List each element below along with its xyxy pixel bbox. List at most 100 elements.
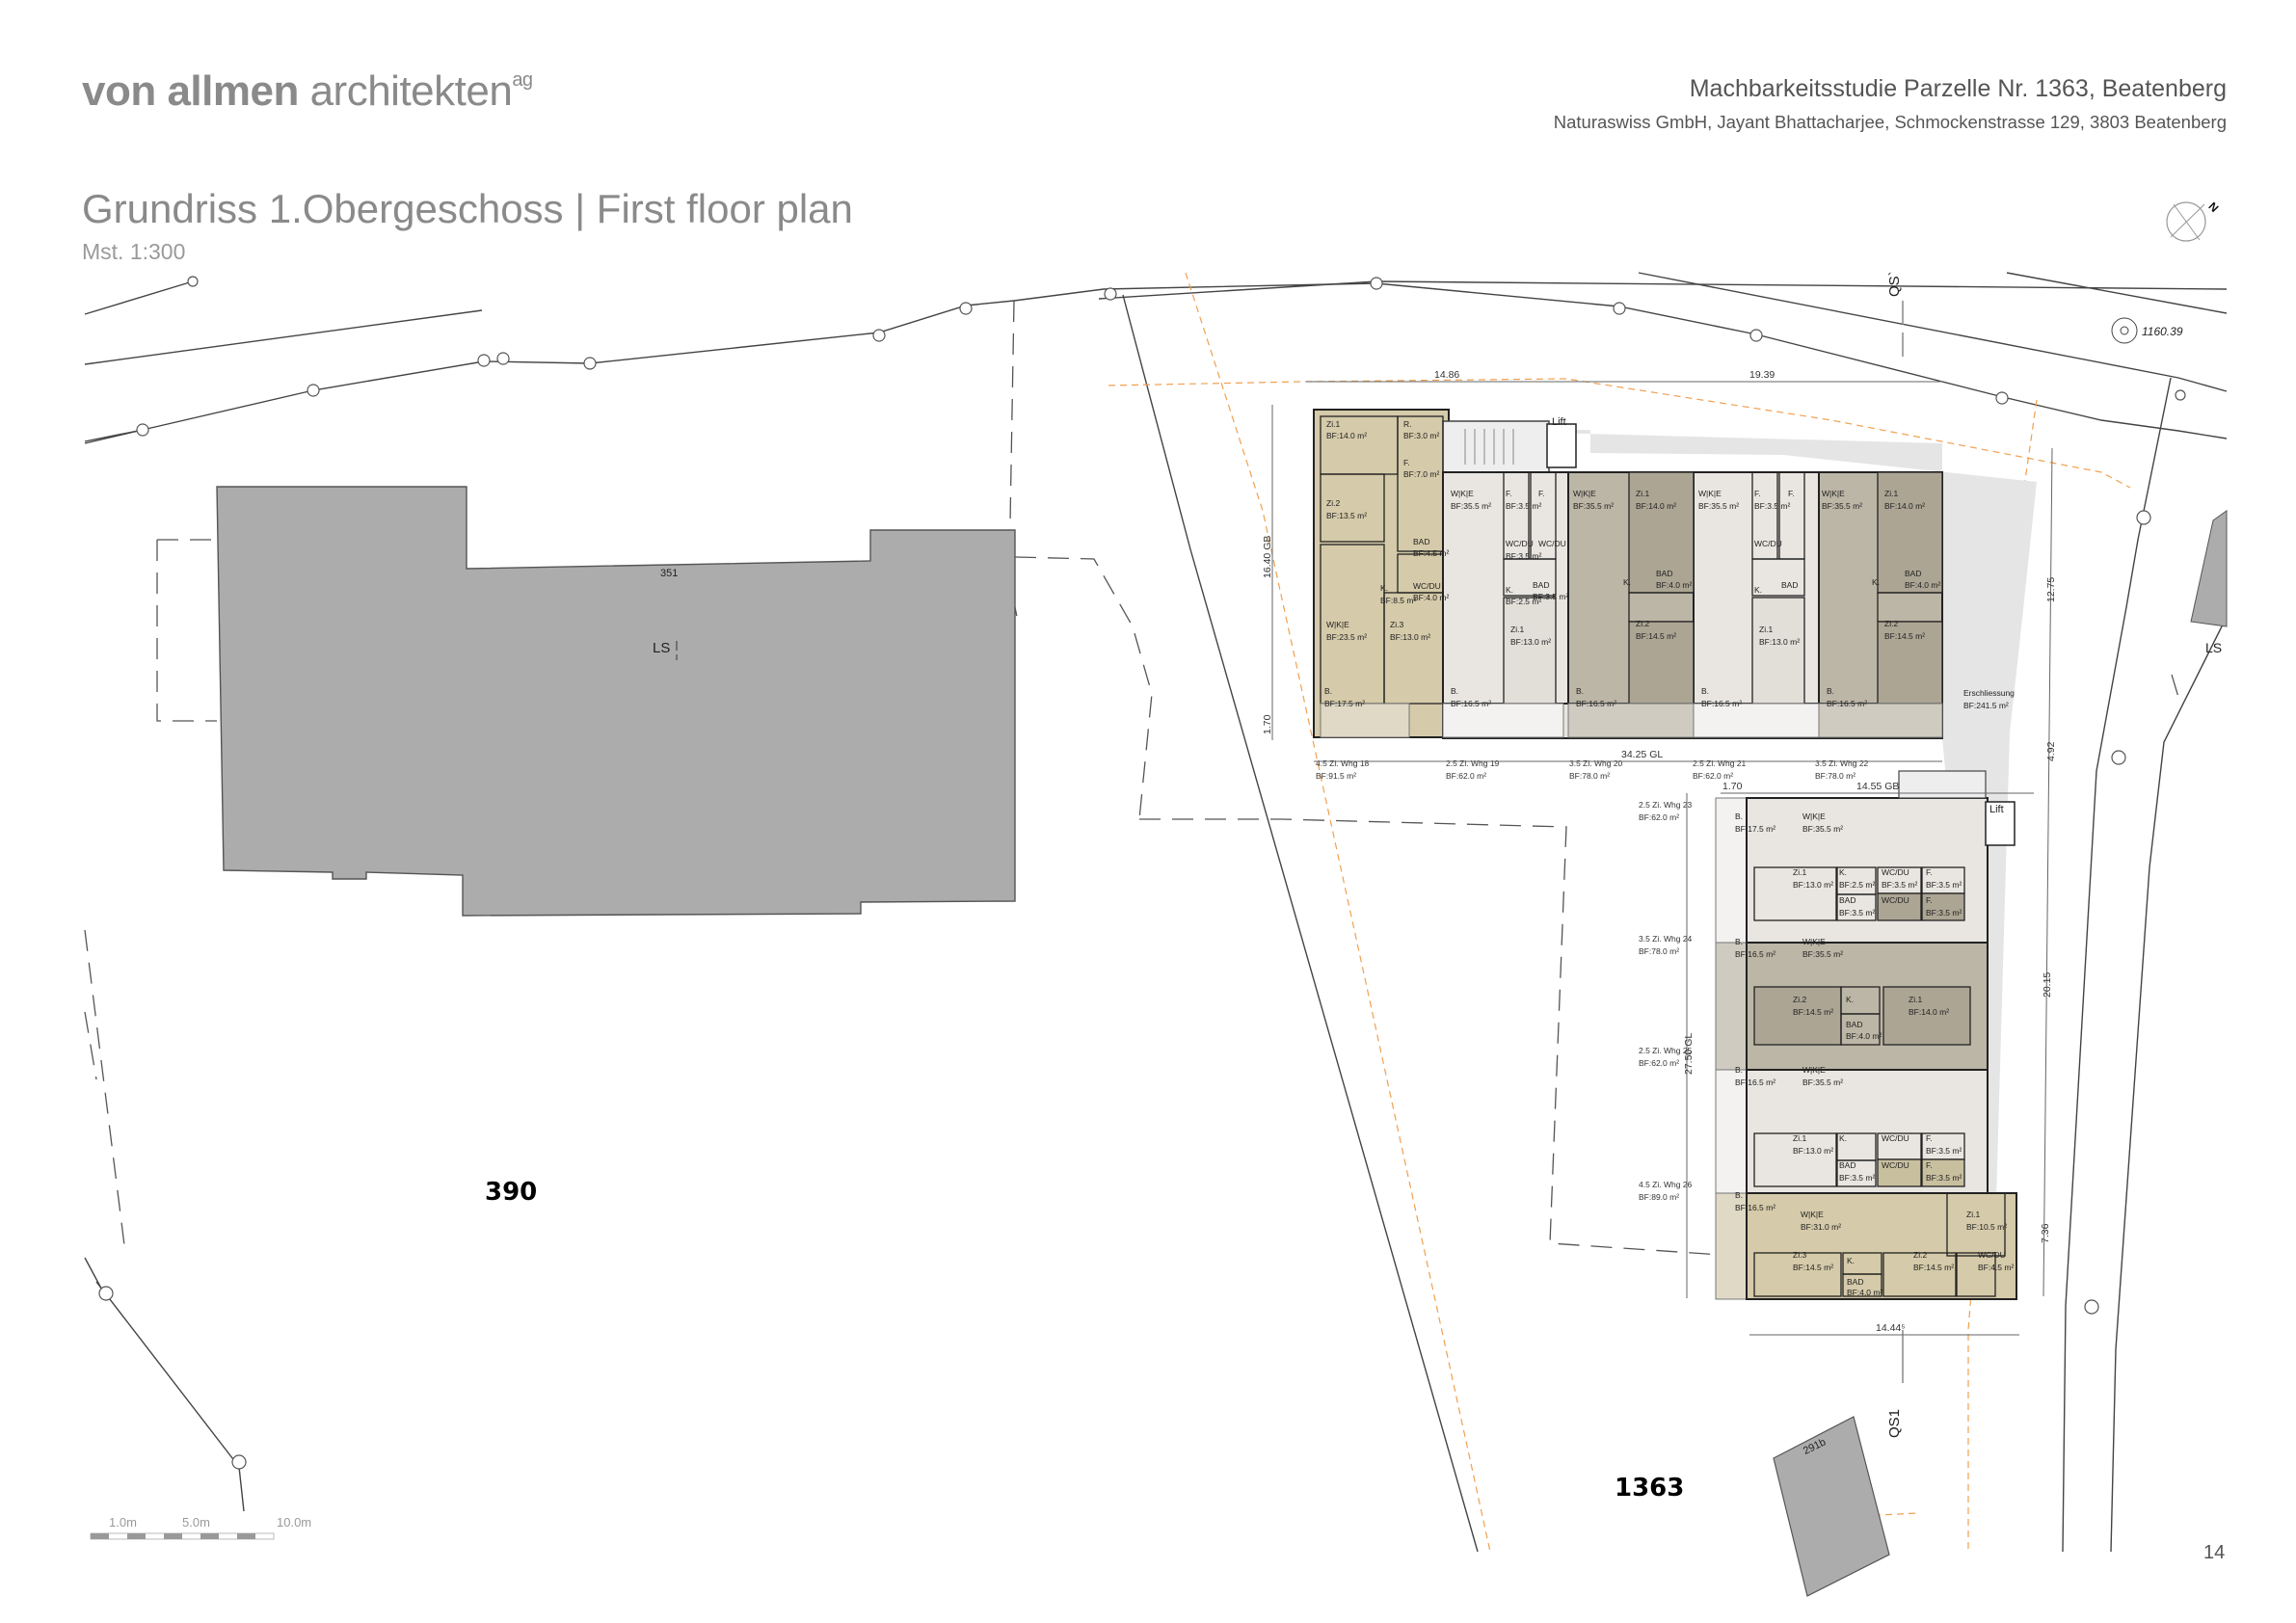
- svg-text:K.: K.: [1847, 1256, 1855, 1265]
- svg-text:BAD: BAD: [1781, 580, 1798, 590]
- svg-text:BF:3.0 m²: BF:3.0 m²: [1403, 431, 1439, 440]
- svg-text:F.: F.: [1754, 489, 1761, 498]
- svg-text:BF:4.5 m²: BF:4.5 m²: [1413, 548, 1449, 558]
- svg-text:BF:17.5 m²: BF:17.5 m²: [1735, 824, 1775, 834]
- svg-text:W|K|E: W|K|E: [1802, 937, 1826, 946]
- svg-text:B.: B.: [1576, 686, 1584, 696]
- svg-text:BF:16.5 m²: BF:16.5 m²: [1735, 949, 1775, 959]
- svg-text:Zi.1: Zi.1: [1326, 419, 1340, 429]
- company-logo: von allmen architektenag: [82, 67, 533, 116]
- svg-text:BF:78.0 m²: BF:78.0 m²: [1815, 771, 1855, 781]
- svg-text:BAD: BAD: [1839, 895, 1855, 905]
- svg-text:BF:13.5 m²: BF:13.5 m²: [1326, 511, 1367, 520]
- svg-text:B.: B.: [1324, 686, 1332, 696]
- svg-text:F.: F.: [1926, 1160, 1933, 1170]
- south-wing-labels: Lift B. BF:17.5 m² W|K|E BF:35.5 m² Zi.1…: [1735, 804, 2014, 1297]
- svg-text:F.: F.: [1538, 489, 1545, 498]
- svg-text:R.: R.: [1403, 419, 1412, 429]
- svg-text:2.5 Zi. Whg 21: 2.5 Zi. Whg 21: [1693, 758, 1747, 768]
- svg-text:BF:3.5 m²: BF:3.5 m²: [1839, 908, 1875, 918]
- svg-text:BF:13.0 m²: BF:13.0 m²: [1793, 1146, 1833, 1156]
- svg-text:N: N: [2205, 200, 2221, 215]
- scale-bar: 1.0m 5.0m 10.0m: [90, 1515, 311, 1540]
- plan-scale: Mst. 1:300: [82, 239, 186, 264]
- small-building-291b: 291b: [1773, 1416, 1890, 1597]
- svg-text:B.: B.: [1827, 686, 1834, 696]
- svg-text:BF:35.5 m²: BF:35.5 m²: [1822, 501, 1862, 511]
- svg-text:F.: F.: [1403, 458, 1410, 467]
- svg-text:2.5 Zi. Whg 25: 2.5 Zi. Whg 25: [1639, 1046, 1693, 1055]
- svg-text:20.15: 20.15: [2042, 972, 2053, 998]
- svg-text:BF:8.5 m²: BF:8.5 m²: [1380, 596, 1416, 605]
- svg-text:BF:3.5 m²: BF:3.5 m²: [1754, 501, 1790, 511]
- svg-text:BF:16.5 m²: BF:16.5 m²: [1735, 1203, 1775, 1212]
- svg-text:1.70: 1.70: [1722, 781, 1743, 792]
- svg-text:BF:10.5 m²: BF:10.5 m²: [1966, 1222, 2007, 1232]
- svg-text:2.5 Zi. Whg 19: 2.5 Zi. Whg 19: [1446, 758, 1500, 768]
- svg-text:BF:62.0 m²: BF:62.0 m²: [1639, 812, 1679, 822]
- svg-text:4.5 Zi. Whg 18: 4.5 Zi. Whg 18: [1316, 758, 1370, 768]
- svg-text:BF:4.5 m²: BF:4.5 m²: [1978, 1263, 2014, 1272]
- south-wing: [1715, 770, 2017, 1300]
- svg-text:W|K|E: W|K|E: [1802, 812, 1826, 821]
- svg-text:LS: LS: [2205, 640, 2222, 655]
- svg-text:BF:4.0 m²: BF:4.0 m²: [1656, 580, 1692, 590]
- svg-text:BF:4.0 m²: BF:4.0 m²: [1905, 580, 1940, 590]
- svg-text:K.: K.: [1839, 867, 1847, 877]
- svg-text:W|K|E: W|K|E: [1326, 620, 1349, 629]
- dimension-labels: 14.86 19.39 16.40 GB 1.70 34.25 GL 1.70 …: [1262, 369, 2057, 1334]
- svg-text:BF:62.0 m²: BF:62.0 m²: [1446, 771, 1486, 781]
- svg-text:BAD: BAD: [1846, 1020, 1862, 1029]
- svg-text:WC/DU: WC/DU: [1538, 539, 1566, 548]
- svg-text:B.: B.: [1735, 1065, 1743, 1075]
- svg-text:14.86: 14.86: [1434, 369, 1459, 381]
- svg-text:BF:16.5 m²: BF:16.5 m²: [1701, 699, 1742, 708]
- svg-text:K.: K.: [1839, 1133, 1847, 1143]
- logo-light: architekten: [309, 67, 513, 115]
- svg-text:Zi.1: Zi.1: [1793, 867, 1806, 877]
- svg-text:BF:241.5 m²: BF:241.5 m²: [1963, 701, 2009, 710]
- svg-text:BF:3.5 m²: BF:3.5 m²: [1926, 908, 1962, 918]
- svg-text:Zi.3: Zi.3: [1390, 620, 1403, 629]
- svg-text:BF:17.5 m²: BF:17.5 m²: [1324, 699, 1365, 708]
- svg-text:BAD: BAD: [1413, 537, 1429, 546]
- svg-text:BF:35.5 m²: BF:35.5 m²: [1451, 501, 1491, 511]
- svg-text:BF:35.5 m²: BF:35.5 m²: [1802, 1078, 1843, 1087]
- svg-text:Zi.2: Zi.2: [1636, 619, 1649, 628]
- svg-text:BF:62.0 m²: BF:62.0 m²: [1639, 1058, 1679, 1068]
- svg-text:F.: F.: [1926, 895, 1933, 905]
- parcel-number-390: 390: [485, 1178, 537, 1207]
- svg-text:Zi.1: Zi.1: [1510, 625, 1524, 634]
- svg-text:QS1: QS1: [1886, 1409, 1903, 1438]
- svg-text:Zi.2: Zi.2: [1793, 995, 1806, 1004]
- svg-text:Zi.1: Zi.1: [1909, 995, 1922, 1004]
- svg-text:14.44⁵: 14.44⁵: [1876, 1322, 1906, 1334]
- svg-text:Zi.3: Zi.3: [1793, 1250, 1806, 1260]
- svg-text:BF:35.5 m²: BF:35.5 m²: [1802, 949, 1843, 959]
- svg-text:W|K|E: W|K|E: [1573, 489, 1596, 498]
- svg-text:BF:14.0 m²: BF:14.0 m²: [1636, 501, 1676, 511]
- parcel-number-1363: 1363: [1615, 1474, 1684, 1503]
- survey-points: [98, 276, 2186, 1470]
- svg-text:BF:16.5 m²: BF:16.5 m²: [1451, 699, 1491, 708]
- svg-text:BF:14.0 m²: BF:14.0 m²: [1909, 1007, 1949, 1017]
- svg-text:BF:16.5 m²: BF:16.5 m²: [1827, 699, 1867, 708]
- svg-text:BF:31.0 m²: BF:31.0 m²: [1801, 1222, 1841, 1232]
- north-wing-unit-names: 4.5 Zi. Whg 18 BF:91.5 m² 2.5 Zi. Whg 19…: [1316, 758, 1869, 781]
- client-line: Naturaswiss GmbH, Jayant Bhattacharjee, …: [1553, 112, 2227, 132]
- svg-text:B.: B.: [1735, 1190, 1743, 1200]
- svg-text:WC/DU: WC/DU: [1882, 1160, 1909, 1170]
- plan-title: Grundriss 1.Obergeschoss | First floor p…: [82, 186, 853, 231]
- svg-text:BF:35.5 m²: BF:35.5 m²: [1698, 501, 1739, 511]
- svg-text:Lift: Lift: [1552, 416, 1566, 428]
- svg-text:7.36: 7.36: [2040, 1223, 2051, 1243]
- svg-text:BF:23.5 m²: BF:23.5 m²: [1326, 632, 1367, 642]
- page-number: 14: [2203, 1542, 2226, 1563]
- svg-text:BF:89.0 m²: BF:89.0 m²: [1639, 1192, 1679, 1202]
- svg-text:BF:3.5 m²: BF:3.5 m²: [1926, 1146, 1962, 1156]
- svg-text:F.: F.: [1788, 489, 1795, 498]
- svg-text:1.0m: 1.0m: [109, 1515, 137, 1530]
- svg-text:B.: B.: [1735, 812, 1743, 821]
- neighbor-structure: LS: [2190, 510, 2228, 655]
